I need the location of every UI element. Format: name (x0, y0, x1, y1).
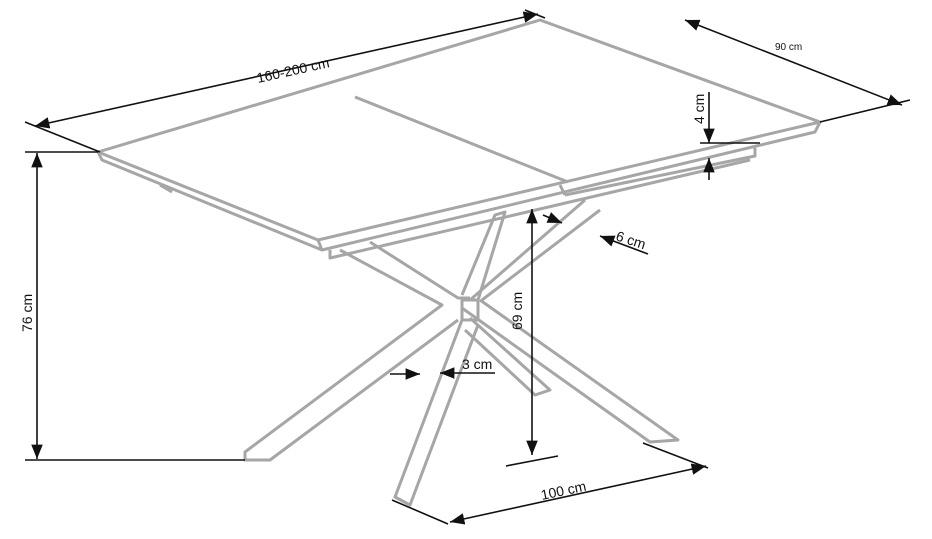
dimension-leg-width: 3 cm (390, 356, 495, 380)
length-label: 160-200 cm (255, 54, 331, 86)
base-span-label: 100 cm (539, 478, 587, 503)
dimension-width: 90 cm (684, 19, 911, 123)
dimension-leg-height: 69 cm (505, 209, 559, 467)
leg-height-label: 69 cm (509, 292, 525, 330)
dimension-top-thickness: 4 cm (691, 92, 760, 180)
dimension-length: 160-200 cm (24, 9, 546, 153)
width-label: 90 cm (775, 42, 802, 53)
dimension-frame-width: 6 cm (542, 212, 649, 255)
frame-width-label: 6 cm (614, 228, 648, 253)
top-thickness-label: 4 cm (691, 94, 707, 124)
total-height-label: 76 cm (19, 294, 35, 332)
dimension-total-height: 76 cm (19, 151, 245, 461)
dimension-base-span: 100 cm (391, 442, 709, 525)
leg-width-label: 3 cm (462, 356, 492, 372)
table-top (96, 18, 822, 260)
table-legs (243, 198, 680, 507)
